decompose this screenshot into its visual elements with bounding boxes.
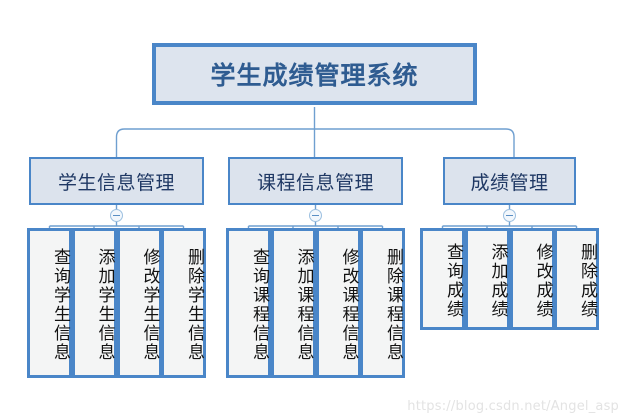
leaf-node-add-score[interactable]: 添加成绩 <box>464 228 510 330</box>
branch-node-course-info-management[interactable]: 课程信息管理 <box>228 157 403 205</box>
branch-node-score-management[interactable]: 成绩管理 <box>443 157 576 205</box>
connector-root-bar <box>115 128 515 157</box>
root-node[interactable]: 学生成绩管理系统 <box>152 43 477 105</box>
leaf-node-edit-student-info[interactable]: 修改学生信息 <box>116 228 162 378</box>
leaf-node-edit-course-info[interactable]: 修改课程信息 <box>315 228 361 378</box>
leaf-node-delete-course-info[interactable]: 删除课程信息 <box>360 228 405 378</box>
collapse-minus-icon-branch1[interactable] <box>110 209 123 222</box>
leaf-node-delete-student-info[interactable]: 删除学生信息 <box>161 228 206 378</box>
collapse-minus-icon-branch2[interactable] <box>309 209 322 222</box>
branch-node-student-info-management[interactable]: 学生信息管理 <box>29 157 204 205</box>
leaf-node-query-course-info[interactable]: 查询课程信息 <box>226 228 271 378</box>
leaf-node-edit-score[interactable]: 修改成绩 <box>509 228 555 330</box>
leaf-node-query-score[interactable]: 查询成绩 <box>420 228 465 330</box>
collapse-minus-icon-branch3[interactable] <box>503 209 516 222</box>
leaf-node-add-course-info[interactable]: 添加课程信息 <box>270 228 316 378</box>
leaf-node-query-student-info[interactable]: 查询学生信息 <box>27 228 72 378</box>
leaf-node-delete-score[interactable]: 删除成绩 <box>554 228 599 330</box>
watermark-text: https://blog.csdn.net/Angel_asp <box>407 399 619 414</box>
leaf-node-add-student-info[interactable]: 添加学生信息 <box>71 228 117 378</box>
